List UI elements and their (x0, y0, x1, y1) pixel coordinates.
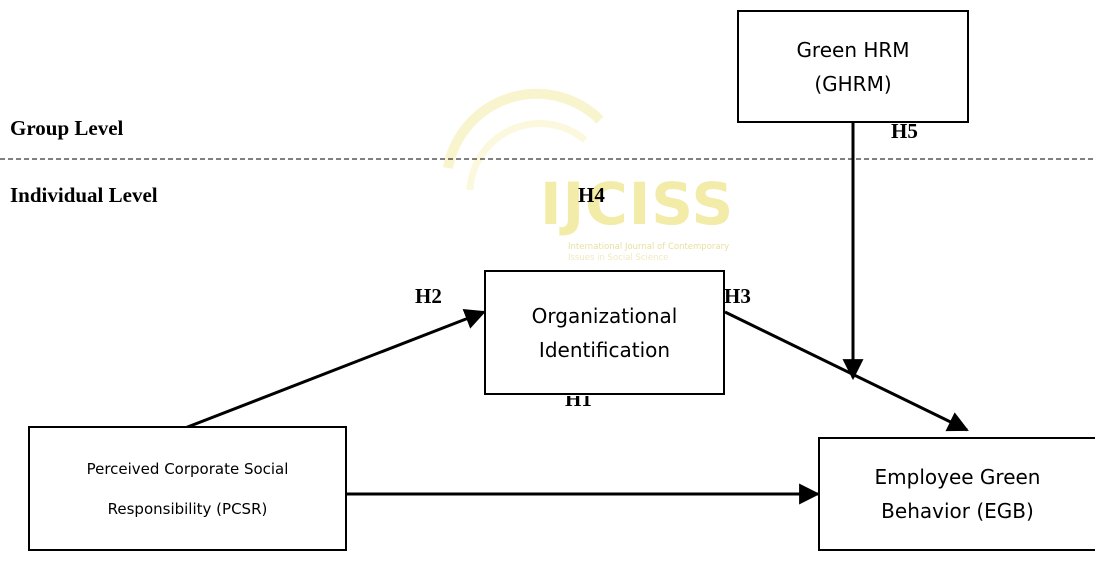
h1-clip: H1 (565, 396, 592, 410)
arrow-pcsr-to-oi (184, 309, 486, 430)
pcsr-label-line1: Perceived Corporate Social (86, 459, 289, 478)
hypothesis-h4-label: H4 (578, 183, 605, 207)
oi-label-line2: Identification (538, 337, 671, 362)
individual-level-label: Individual Level (10, 183, 158, 207)
watermark-subtitle-1: International Journal of Contemporary (568, 242, 730, 252)
arrow-oi-to-egb (724, 310, 969, 432)
hypothesis-h1-label: H1 (565, 396, 592, 410)
hypothesis-h5-label: H5 (891, 124, 918, 142)
pcsr-label-line2: Responsibility (PCSR) (107, 499, 268, 518)
pcsr-box: Perceived Corporate Social Responsibilit… (28, 426, 347, 551)
ghrm-box: Green HRM (GHRM) (737, 10, 969, 123)
egb-box: Employee Green Behavior (EGB) (818, 437, 1095, 551)
egb-label-line2: Behavior (EGB) (881, 499, 1034, 523)
watermark-subtitle-2: Issues in Social Science (568, 253, 669, 263)
organizational-identification-box: Organizational Identification (484, 270, 725, 395)
oi-label-line1: Organizational (531, 303, 678, 328)
egb-label-line1: Employee Green (874, 465, 1041, 489)
group-level-label: Group Level (10, 116, 124, 140)
hypothesis-h2-label: H2 (415, 284, 442, 308)
ghrm-label-line2: (GHRM) (814, 71, 892, 96)
h5-clip: H5 (891, 124, 918, 142)
hypothesis-h3-label: H3 (724, 284, 751, 308)
watermark-title: IJCISS (540, 170, 735, 238)
ghrm-label-line1: Green HRM (796, 37, 910, 62)
